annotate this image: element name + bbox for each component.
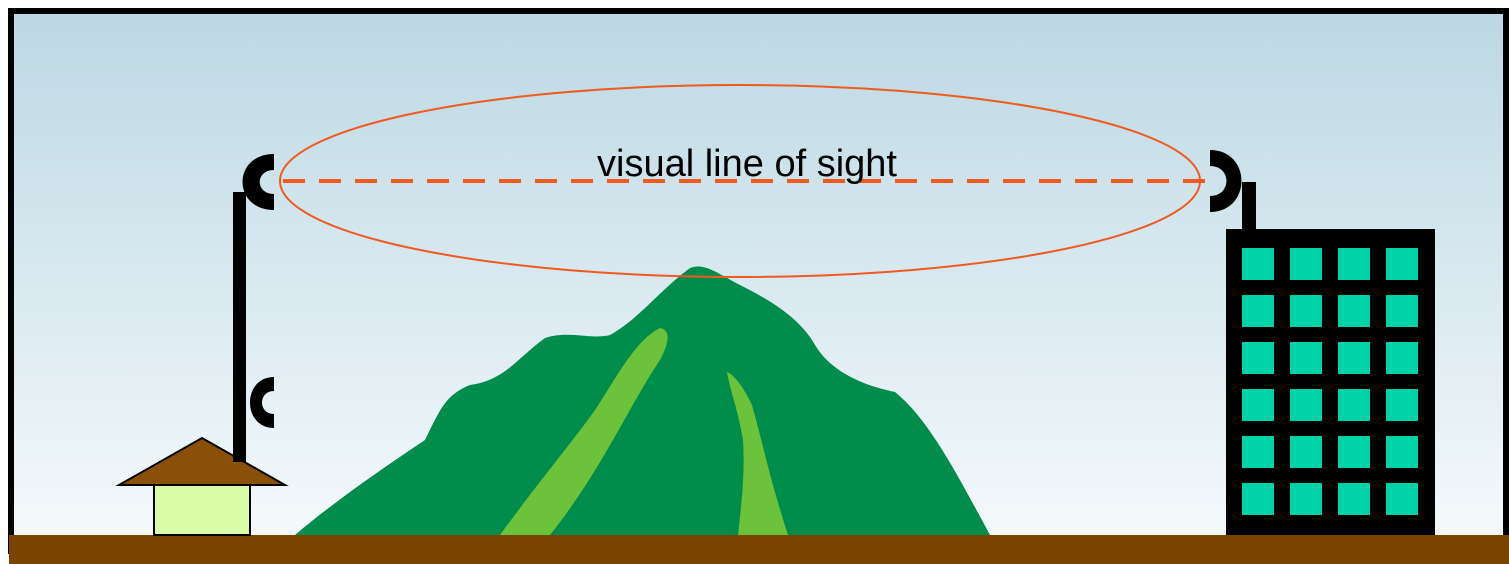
building-window [1386, 248, 1418, 280]
building-window [1338, 295, 1370, 327]
building-window [1290, 389, 1322, 421]
line-of-sight-label: visual line of sight [597, 143, 897, 185]
building-window [1242, 248, 1274, 280]
house-wall [154, 484, 250, 535]
building-window [1338, 248, 1370, 280]
building-window [1242, 436, 1274, 468]
building-window [1290, 248, 1322, 280]
building-window [1338, 483, 1370, 515]
building-window [1290, 295, 1322, 327]
building-window [1290, 483, 1322, 515]
building-window [1338, 436, 1370, 468]
building-window [1386, 342, 1418, 374]
building-window [1242, 389, 1274, 421]
building-window [1290, 436, 1322, 468]
building-window [1242, 342, 1274, 374]
building-window [1242, 295, 1274, 327]
building-window [1386, 483, 1418, 515]
building-window [1338, 389, 1370, 421]
building-window [1290, 342, 1322, 374]
building-window [1338, 342, 1370, 374]
building-window [1386, 389, 1418, 421]
building-window [1386, 295, 1418, 327]
building-window [1386, 436, 1418, 468]
building-window [1242, 483, 1274, 515]
ground [9, 535, 1509, 564]
